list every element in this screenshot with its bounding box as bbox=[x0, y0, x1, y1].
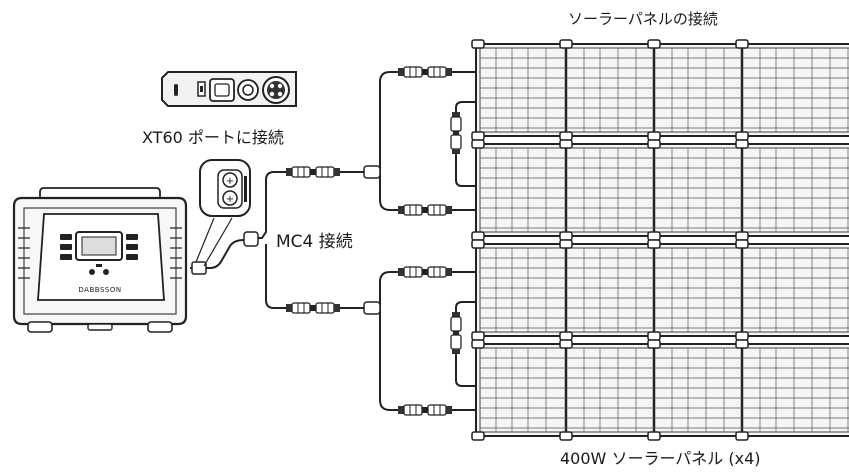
solar-panel-3 bbox=[470, 238, 849, 342]
power-station: DABBSSON bbox=[12, 187, 188, 333]
mc4-connectors bbox=[191, 66, 462, 416]
xt60-input-panel bbox=[161, 71, 297, 107]
svg-text:+: + bbox=[226, 176, 234, 187]
mc4-connection-label: MC4 接続 bbox=[276, 232, 353, 252]
solar-connection-label: ソーラーパネルの接続 bbox=[568, 10, 718, 28]
xt60-port-label: XT60 ポートに接続 bbox=[142, 128, 284, 147]
panel-count-label: 400W ソーラーパネル (x4) bbox=[560, 449, 761, 468]
solar-panel-1 bbox=[470, 38, 849, 142]
xt60-port-callout: + + bbox=[195, 159, 251, 267]
station-brand-label: DABBSSON bbox=[78, 286, 121, 294]
solar-panel-2 bbox=[470, 138, 849, 242]
solar-panel-4 bbox=[470, 338, 849, 442]
mc4-cabling bbox=[190, 71, 476, 411]
svg-text:+: + bbox=[226, 194, 234, 205]
